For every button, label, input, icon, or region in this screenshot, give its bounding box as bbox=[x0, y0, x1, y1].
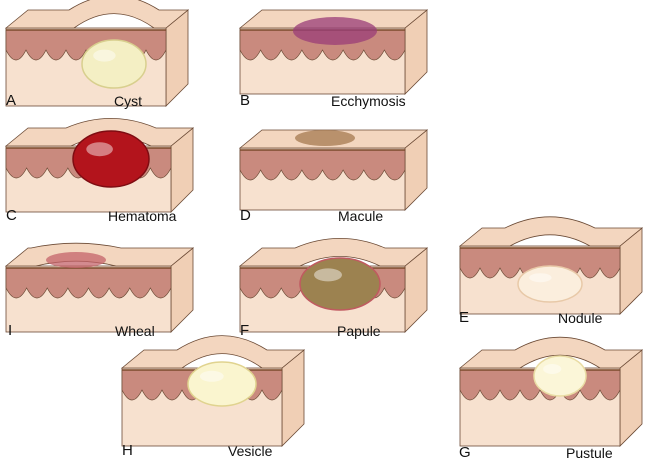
skin-block-ecchymosis bbox=[238, 9, 429, 95]
label-letter-h: H bbox=[122, 442, 133, 459]
block-top-face bbox=[120, 335, 306, 369]
block-top-face bbox=[4, 0, 190, 29]
lesion-vesicle bbox=[187, 361, 257, 407]
skin-block-vesicle bbox=[120, 335, 306, 447]
label-letter-e: E bbox=[459, 309, 470, 326]
lesion-highlight bbox=[93, 49, 116, 62]
skin-block-macule bbox=[238, 129, 429, 211]
dermis-layer bbox=[5, 267, 172, 299]
label-wheal: Wheal bbox=[115, 323, 155, 339]
label-letter-a: A bbox=[6, 92, 17, 109]
label-letter-b: B bbox=[240, 92, 251, 109]
skin-block-pustule bbox=[458, 336, 644, 447]
lesion-papule bbox=[299, 257, 381, 311]
label-letter-i: I bbox=[8, 322, 13, 339]
label-nodule: Nodule bbox=[558, 310, 603, 326]
lesion-pustule bbox=[533, 355, 587, 397]
label-papule: Papule bbox=[337, 323, 381, 339]
label-hematoma: Hematoma bbox=[108, 208, 177, 224]
lesion-highlight bbox=[543, 364, 562, 374]
lesion-highlight bbox=[314, 268, 342, 282]
skin-block-nodule bbox=[458, 216, 644, 315]
block-top-face bbox=[458, 216, 644, 247]
skin-block-wheal bbox=[4, 242, 195, 333]
block-top-face bbox=[238, 238, 429, 267]
label-vesicle: Vesicle bbox=[228, 443, 273, 459]
label-macule: Macule bbox=[338, 208, 384, 224]
skin-block-cyst bbox=[4, 0, 190, 107]
lesion-macule bbox=[295, 130, 355, 146]
label-letter-f: F bbox=[240, 322, 250, 339]
label-ecchymosis: Ecchymosis bbox=[331, 93, 406, 109]
lesion-cyst bbox=[81, 39, 147, 89]
lesion-highlight bbox=[86, 142, 113, 157]
lesion-hematoma bbox=[72, 130, 150, 188]
lesion-highlight bbox=[529, 273, 552, 283]
label-letter-g: G bbox=[459, 444, 471, 461]
lesion-wheal bbox=[46, 252, 106, 268]
block-top-face bbox=[458, 336, 644, 369]
skin-block-hematoma bbox=[4, 118, 195, 213]
label-letter-c: C bbox=[6, 207, 17, 224]
lesion-ecchymosis bbox=[293, 17, 377, 45]
lesion-highlight bbox=[199, 370, 224, 382]
lesion-nodule bbox=[517, 265, 583, 303]
label-pustule: Pustule bbox=[566, 445, 613, 461]
dermis-layer bbox=[5, 29, 167, 61]
dermis-layer bbox=[239, 149, 406, 181]
skin-block-papule bbox=[238, 238, 429, 333]
label-cyst: Cyst bbox=[114, 93, 142, 109]
label-letter-d: D bbox=[240, 207, 251, 224]
